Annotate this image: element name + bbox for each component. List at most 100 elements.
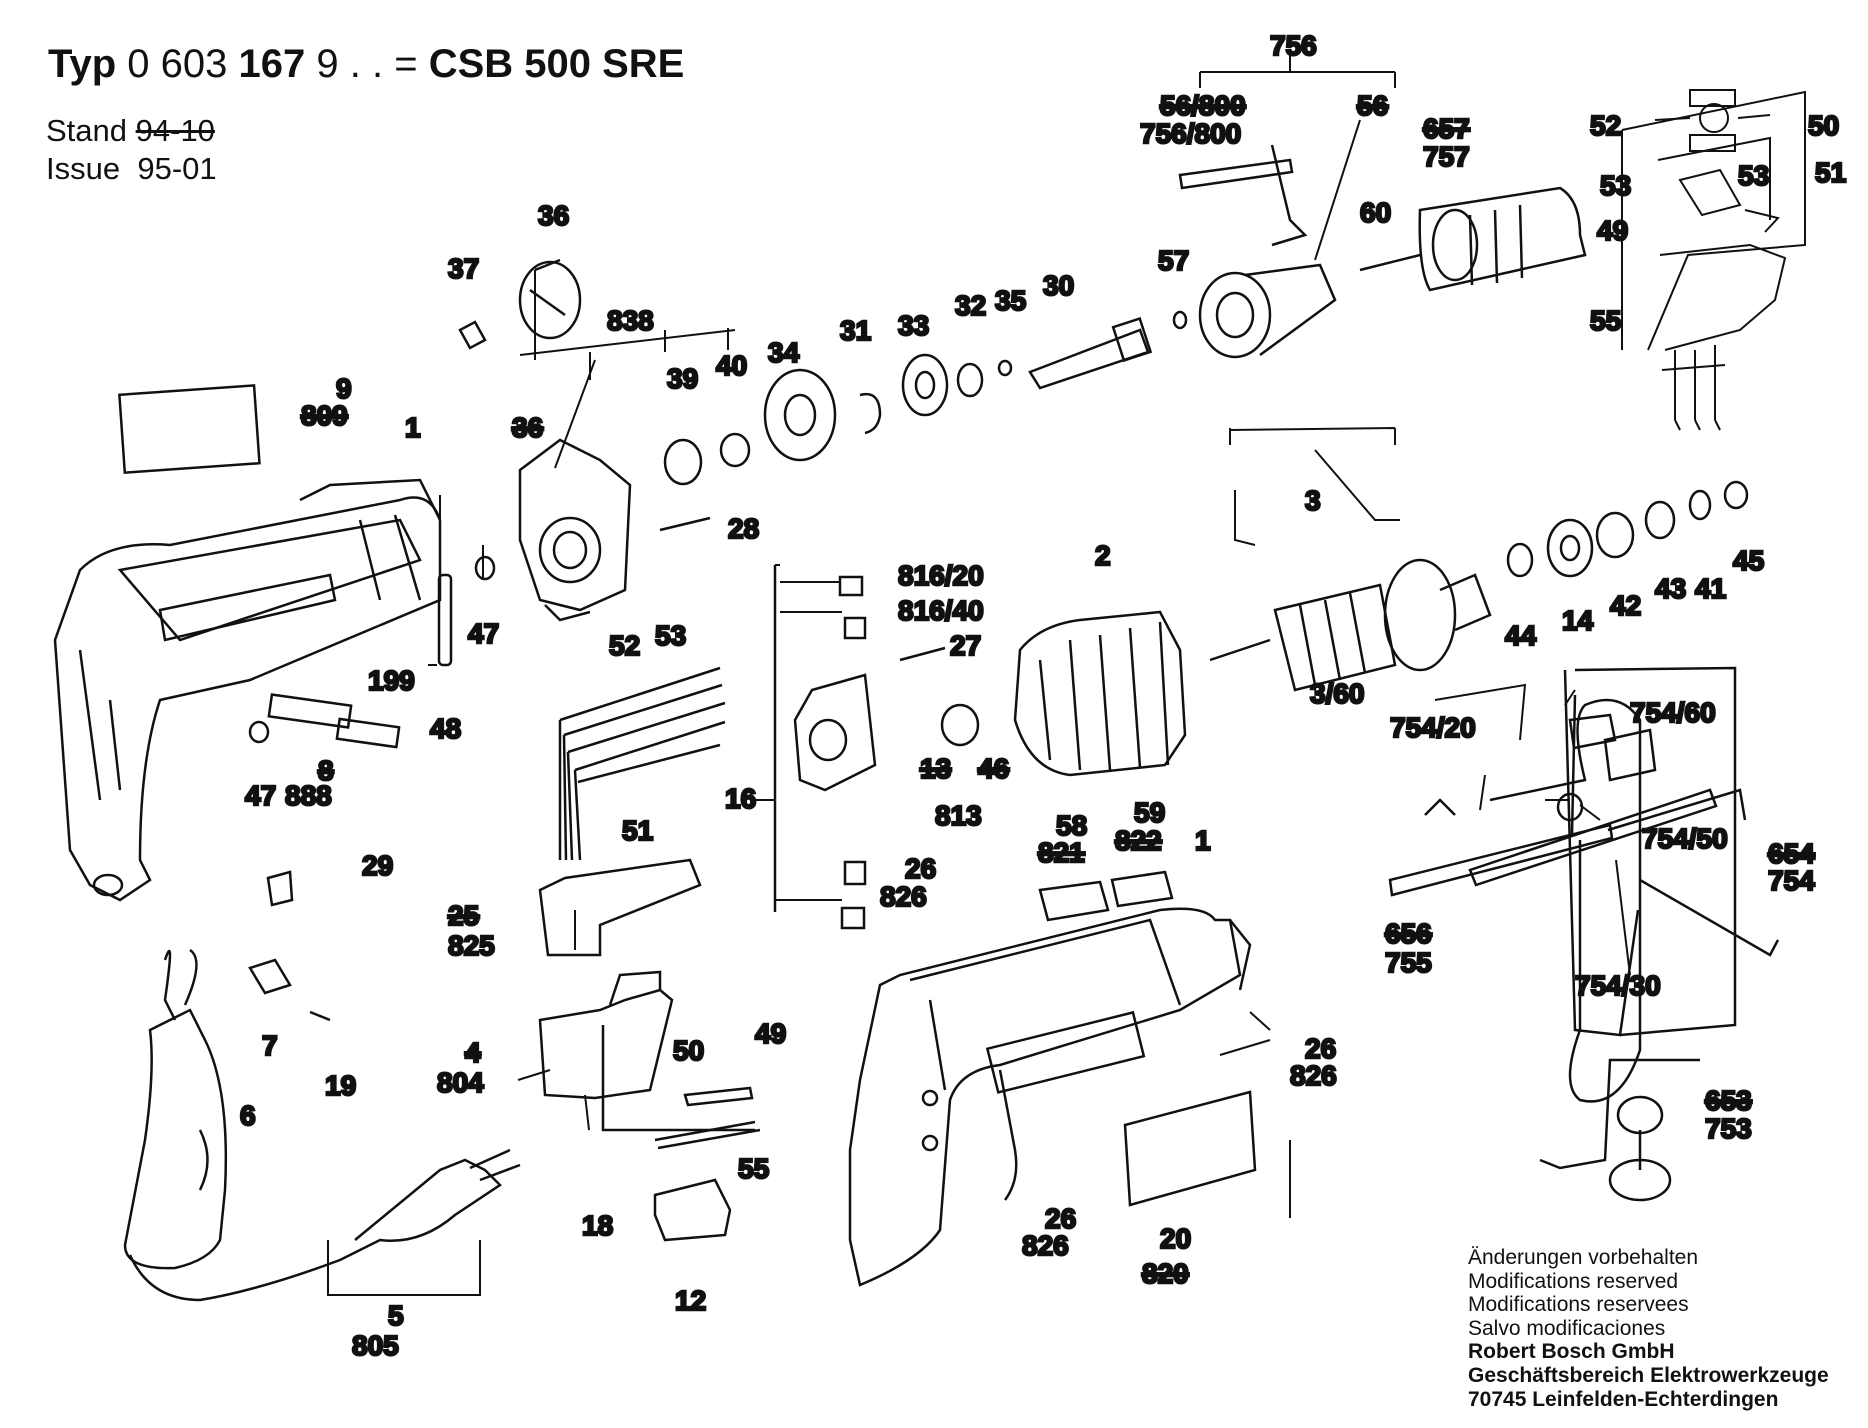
callout-8: 8 [318, 755, 334, 786]
callout-56-800: 56/800 [1160, 90, 1246, 121]
part-clip-icon [458, 258, 582, 350]
callout-5: 5 [388, 1300, 404, 1331]
callout-53-wiring-right: 53 [1738, 160, 1769, 191]
callout-40: 40 [716, 350, 747, 381]
drill-chuck-icon [1178, 144, 1421, 359]
callout-654: 654 [1768, 838, 1815, 869]
callout-55-switch: 55 [738, 1153, 769, 1184]
assembled-drill-icon [848, 907, 1252, 1287]
footer-company: 70745 Leinfelden-Echterdingen [1468, 1387, 1779, 1411]
callout-33: 33 [898, 310, 929, 341]
callout-754: 754 [1768, 865, 1815, 896]
callout-42: 42 [1610, 590, 1641, 621]
callout-3: 3 [1305, 485, 1321, 516]
wiring-schematic-icon [1621, 89, 1806, 431]
callout-813: 813 [935, 800, 982, 831]
callout-838: 838 [607, 305, 654, 336]
callout-809: 809 [301, 400, 348, 431]
stand-label: Stand [46, 113, 128, 148]
callout-30: 30 [1043, 270, 1074, 301]
callout-46: 46 [978, 753, 1009, 784]
callout-36-top: 36 [538, 200, 569, 231]
revision-info: Stand 94-10 Issue 95-01 [46, 112, 217, 188]
callout-32: 32 [955, 290, 986, 321]
callout-25: 25 [448, 900, 479, 931]
callout-55-wiring: 55 [1590, 305, 1621, 336]
callout-37: 37 [448, 253, 479, 284]
callout-7: 7 [262, 1030, 278, 1061]
callout-58: 58 [1056, 810, 1087, 841]
callout-29: 29 [362, 850, 393, 881]
part-label-plate-icon [1038, 870, 1257, 1207]
part-cable-set-icon [558, 666, 726, 861]
callout-26-drill-bottom: 26 [1045, 1203, 1076, 1234]
callout-27: 27 [950, 630, 981, 661]
callout-199: 199 [368, 665, 415, 696]
diagram-title: Typ 0 603 167 9 . . = CSB 500 SRE [48, 42, 684, 87]
footer-notes: Änderungen vorbehalten Modifications res… [1468, 1246, 1829, 1411]
footer-line: Modifications reservees [1468, 1293, 1689, 1317]
callout-9: 9 [336, 373, 352, 404]
leader-line [601, 1025, 755, 1132]
callout-757: 757 [1423, 141, 1470, 172]
callout-14: 14 [1562, 605, 1594, 636]
power-cord-icon [123, 948, 521, 1302]
callout-4: 4 [465, 1037, 481, 1068]
spindle-shaft-icon [1028, 310, 1188, 390]
callout-756-800: 756/800 [1140, 118, 1241, 149]
callout-35: 35 [995, 285, 1026, 316]
part-switch-icon [538, 858, 702, 957]
callout-49-wiring: 49 [1597, 215, 1628, 246]
callout-754-60: 754/60 [1630, 697, 1716, 728]
callout-47-left: 47 [245, 780, 276, 811]
callout-60: 60 [1360, 197, 1391, 228]
callout-6: 6 [240, 1100, 256, 1131]
footer-line: Änderungen vorbehalten [1468, 1246, 1699, 1269]
callout-18: 18 [582, 1210, 613, 1241]
auxiliary-handle-icon [1388, 666, 1780, 1103]
callout-816-20: 816/20 [898, 560, 984, 591]
callout-41: 41 [1695, 573, 1726, 604]
callout-47-right: 47 [468, 618, 499, 649]
callout-26-brush: 26 [905, 853, 936, 884]
callout-59: 59 [1134, 797, 1165, 828]
leader-lines [327, 55, 1631, 1296]
callout-56: 56 [1357, 90, 1388, 121]
callout-816-40: 816/40 [898, 595, 984, 626]
callout-34: 34 [768, 337, 800, 368]
footer-company: Robert Bosch GmbH [1468, 1340, 1675, 1364]
footer-line: Modifications reserved [1468, 1269, 1679, 1293]
part-label-plate-icon [118, 384, 261, 474]
callout-36-cover: 36 [512, 412, 543, 443]
callout-26-drill-top: 26 [1305, 1033, 1336, 1064]
callout-826-brush: 826 [880, 881, 927, 912]
callout-1-housing: 1 [405, 412, 421, 443]
callout-51-wiring: 51 [1815, 157, 1846, 188]
title-typ-number: 0 603 [127, 42, 228, 86]
callout-821: 821 [1038, 837, 1085, 868]
part-bearing-icon [663, 353, 1013, 486]
callout-3-60: 3/60 [1310, 678, 1365, 709]
title-model: CSB 500 SRE [428, 42, 685, 86]
callout-43: 43 [1655, 573, 1686, 604]
issue-label: Issue [46, 151, 121, 186]
brush-holder-icon [773, 565, 877, 930]
callout-53-wiring-left: 53 [1600, 170, 1631, 201]
part-bearing-icon [1506, 480, 1749, 578]
keyless-chuck-icon [1418, 186, 1587, 292]
callout-754-30: 754/30 [1575, 970, 1661, 1001]
callout-49-switch: 49 [755, 1018, 786, 1049]
callout-50-wiring: 50 [1808, 110, 1839, 141]
callout-13: 13 [920, 753, 951, 784]
part-screw-icon [659, 516, 711, 532]
callout-28: 28 [728, 513, 759, 544]
callout-16: 16 [725, 783, 756, 814]
callout-31: 31 [840, 315, 871, 346]
callout-653: 653 [1705, 1085, 1752, 1116]
callout-39: 39 [667, 363, 698, 394]
callout-1-drill: 1 [1195, 825, 1211, 856]
field-stator-icon [899, 610, 1187, 777]
title-typ-suffix: 9 . . = [316, 42, 418, 86]
callout-754-50: 754/50 [1642, 823, 1728, 854]
